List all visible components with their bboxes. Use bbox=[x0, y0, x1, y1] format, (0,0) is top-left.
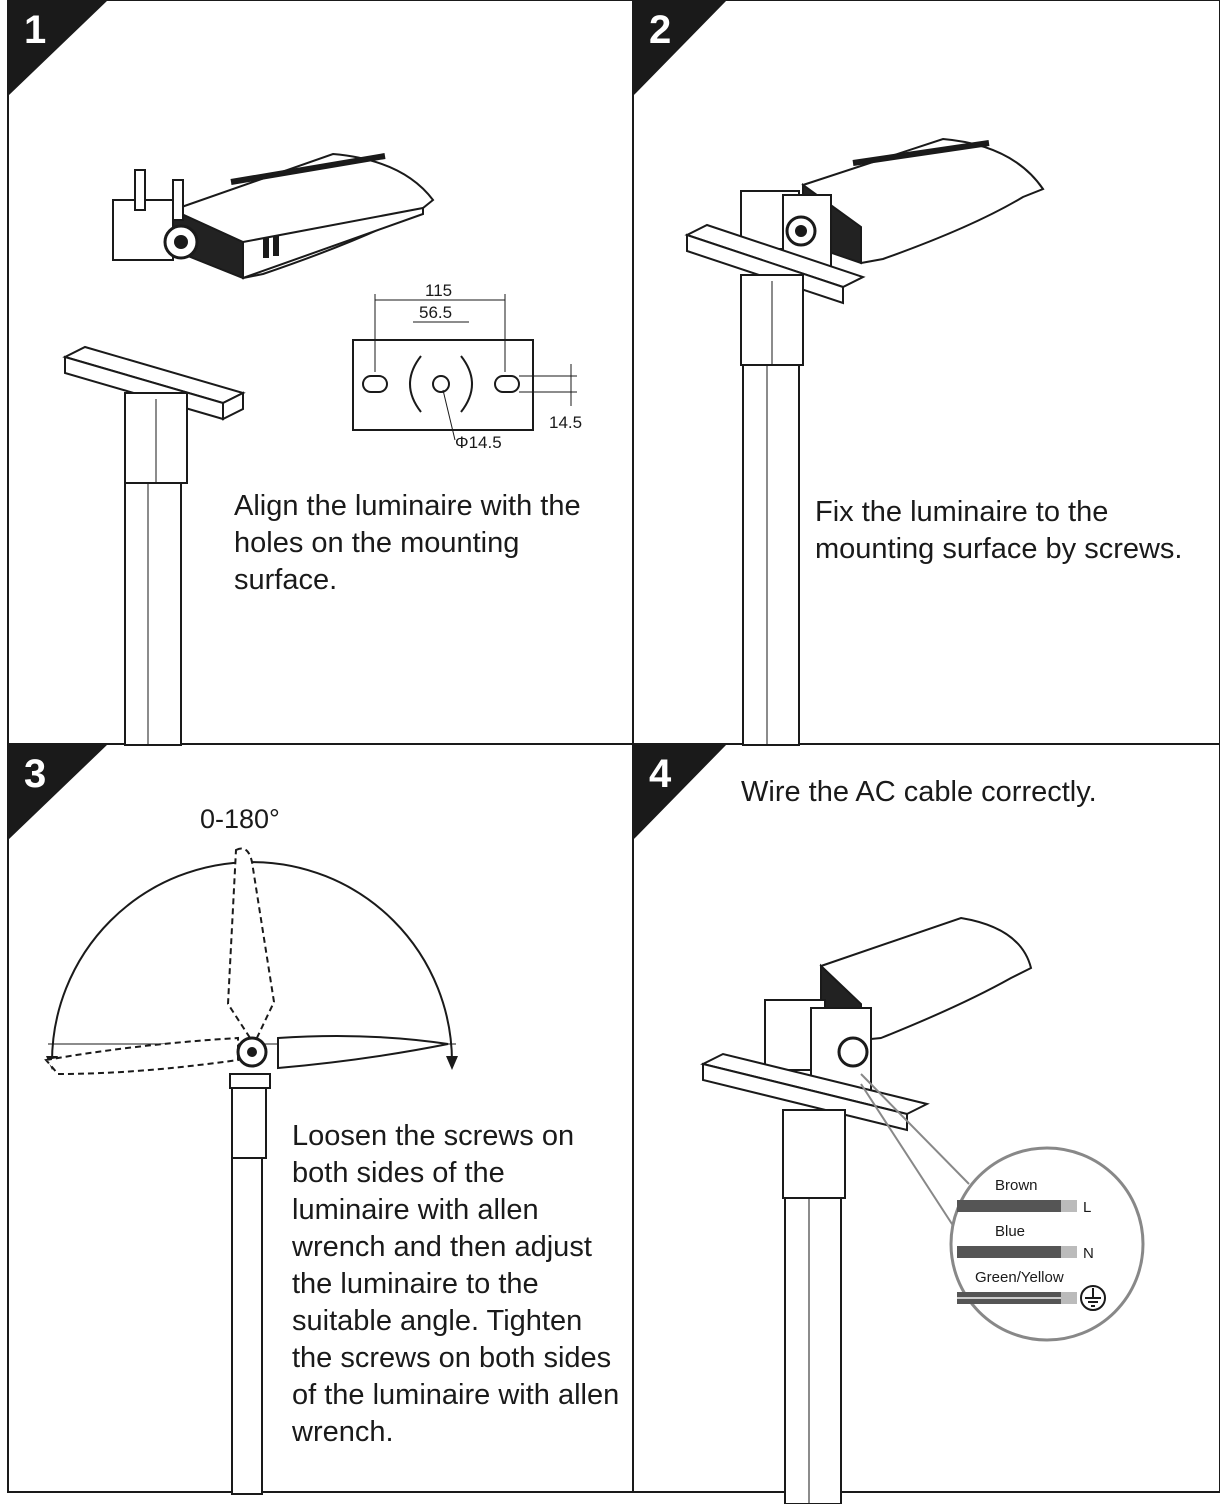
step-3-instruction: Loosen the screws on both sides of the l… bbox=[292, 1120, 620, 1448]
luminaire-icon bbox=[112, 152, 435, 280]
dim-outer-spacing: 115 bbox=[425, 281, 452, 300]
rotation-range-label: 0-180° bbox=[200, 804, 280, 834]
mounting-pole bbox=[62, 345, 246, 746]
step-1-instruction: Align the luminaire with the holes on th… bbox=[234, 490, 581, 596]
wiring-diagram: Brown L Blue N Green/Yellow bbox=[700, 916, 1145, 1504]
step-3-panel: 3 0-180° Loosen the screws on both sides… bbox=[8, 744, 633, 1495]
step-3-badge bbox=[8, 744, 108, 840]
terminal-l-label: L bbox=[1083, 1199, 1091, 1216]
mounted-luminaire-icon bbox=[684, 137, 1045, 746]
step-4-panel: 4 Wire the AC cable correctly. Brown bbox=[633, 744, 1220, 1504]
step-4-number: 4 bbox=[649, 752, 672, 796]
dim-center-hole: Φ14.5 bbox=[455, 433, 502, 452]
step-1-panel: 1 bbox=[8, 0, 633, 746]
bracket-dimension-drawing: 115 56.5 14.5 Φ14.5 bbox=[352, 281, 582, 452]
step-2-badge bbox=[633, 0, 727, 96]
step-3-number: 3 bbox=[24, 752, 47, 796]
step-4-badge bbox=[633, 744, 727, 840]
earth-ground-icon bbox=[1080, 1285, 1106, 1311]
terminal-n-label: N bbox=[1083, 1245, 1094, 1262]
step-2-panel: 2 Fix the luminaire to the mounting surf… bbox=[633, 0, 1220, 746]
dim-inner-spacing: 56.5 bbox=[419, 303, 452, 322]
rotation-diagram bbox=[44, 847, 458, 1495]
dim-slot-width: 14.5 bbox=[549, 413, 582, 432]
wire-blue-label: Blue bbox=[995, 1223, 1025, 1240]
wire-green-yellow-label: Green/Yellow bbox=[975, 1269, 1064, 1286]
step-2-number: 2 bbox=[649, 8, 672, 52]
step-1-badge bbox=[8, 0, 108, 96]
step-4-instruction: Wire the AC cable correctly. bbox=[741, 776, 1097, 808]
step-1-number: 1 bbox=[24, 8, 47, 52]
wire-brown-label: Brown bbox=[995, 1177, 1038, 1194]
step-2-instruction: Fix the luminaire to the mounting surfac… bbox=[815, 496, 1183, 565]
